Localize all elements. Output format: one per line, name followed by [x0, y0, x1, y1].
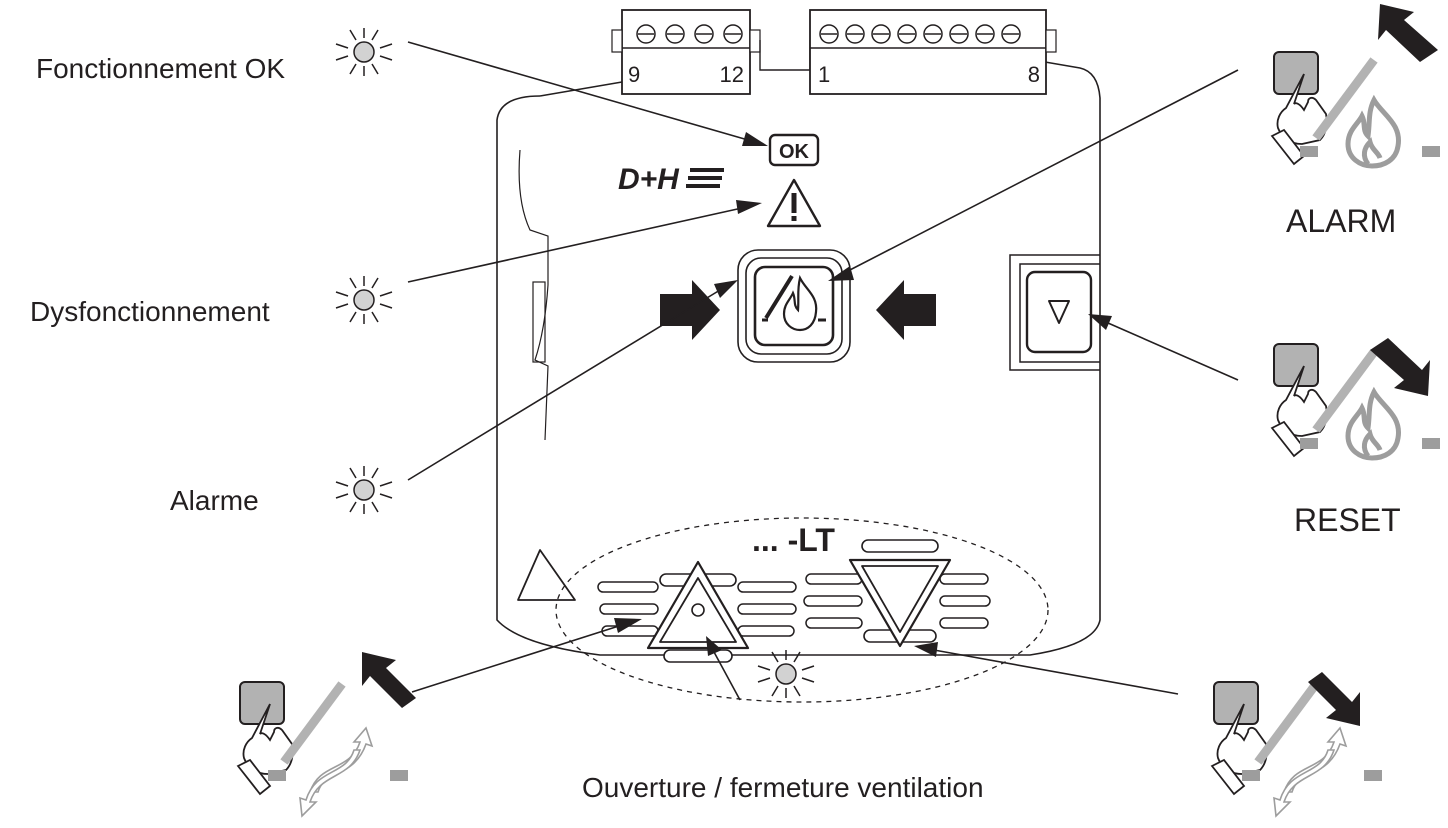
leader-arrowheads [614, 132, 1112, 657]
brand-logo: D+H [618, 163, 724, 196]
led-ventilation-icon [757, 649, 815, 699]
arrow-down-right-icon [1370, 338, 1430, 396]
hand-press-icon [1271, 51, 1328, 165]
fire-icon [782, 274, 818, 332]
terminal-label-9: 9 [628, 62, 640, 87]
led-fault-icon [335, 275, 393, 325]
lt-option-outline [555, 517, 1049, 703]
triangle-mark-icon [517, 549, 576, 601]
label-ventilation: Ouverture / fermeture ventilation [582, 772, 984, 803]
alarm-action-illustration [1271, 4, 1440, 166]
press-arrow-left-icon [660, 280, 720, 340]
arrow-up-left-icon [1378, 4, 1438, 62]
terminal-label-1: 1 [818, 62, 830, 87]
ok-indicator: OK [768, 133, 820, 167]
label-fault: Dysfonctionnement [30, 296, 270, 327]
warning-triangle-icon [766, 178, 822, 228]
press-arrows [660, 280, 936, 340]
label-ok: Fonctionnement OK [36, 53, 286, 84]
terminal-block-left [611, 9, 761, 95]
hand-press-icon [1271, 343, 1328, 457]
led-alarm-icon [335, 465, 393, 515]
fire-alarm-button[interactable] [737, 249, 851, 363]
reset-triangle-icon [1048, 300, 1070, 324]
device-housing [496, 61, 1101, 656]
vent-open-action-illustration [237, 652, 416, 817]
terminal-label-12: 12 [720, 62, 744, 87]
fire-icon [1348, 100, 1399, 166]
housing-notch [759, 40, 811, 71]
press-arrow-right-icon [876, 280, 936, 340]
terminal-label-8: 8 [1028, 62, 1040, 87]
ventilation-open-button[interactable] [597, 560, 797, 663]
fire-icon [1348, 392, 1399, 458]
label-reset-action: RESET [1294, 502, 1401, 538]
terminal-block-right [809, 9, 1057, 95]
open-button-led [691, 603, 705, 617]
reset-action-illustration [1271, 338, 1440, 458]
led-ok-icon [335, 27, 393, 77]
label-alarm-action: ALARM [1286, 203, 1397, 239]
vent-close-action-illustration [1211, 672, 1382, 817]
leader-lines [407, 41, 1239, 701]
reset-button[interactable] [1009, 254, 1100, 371]
airflow-icon [299, 727, 373, 817]
ventilation-close-button[interactable] [803, 539, 991, 648]
arrow-down-right-icon [1308, 672, 1360, 726]
airflow-icon [1273, 727, 1347, 817]
brand-logo-text: D+H [618, 163, 680, 196]
close-triangle-icon [861, 565, 939, 633]
arrow-up-left-icon [362, 652, 416, 708]
ok-indicator-text: OK [779, 141, 810, 163]
model-suffix-label: ... -LT [752, 522, 835, 558]
label-alarm: Alarme [170, 485, 259, 516]
